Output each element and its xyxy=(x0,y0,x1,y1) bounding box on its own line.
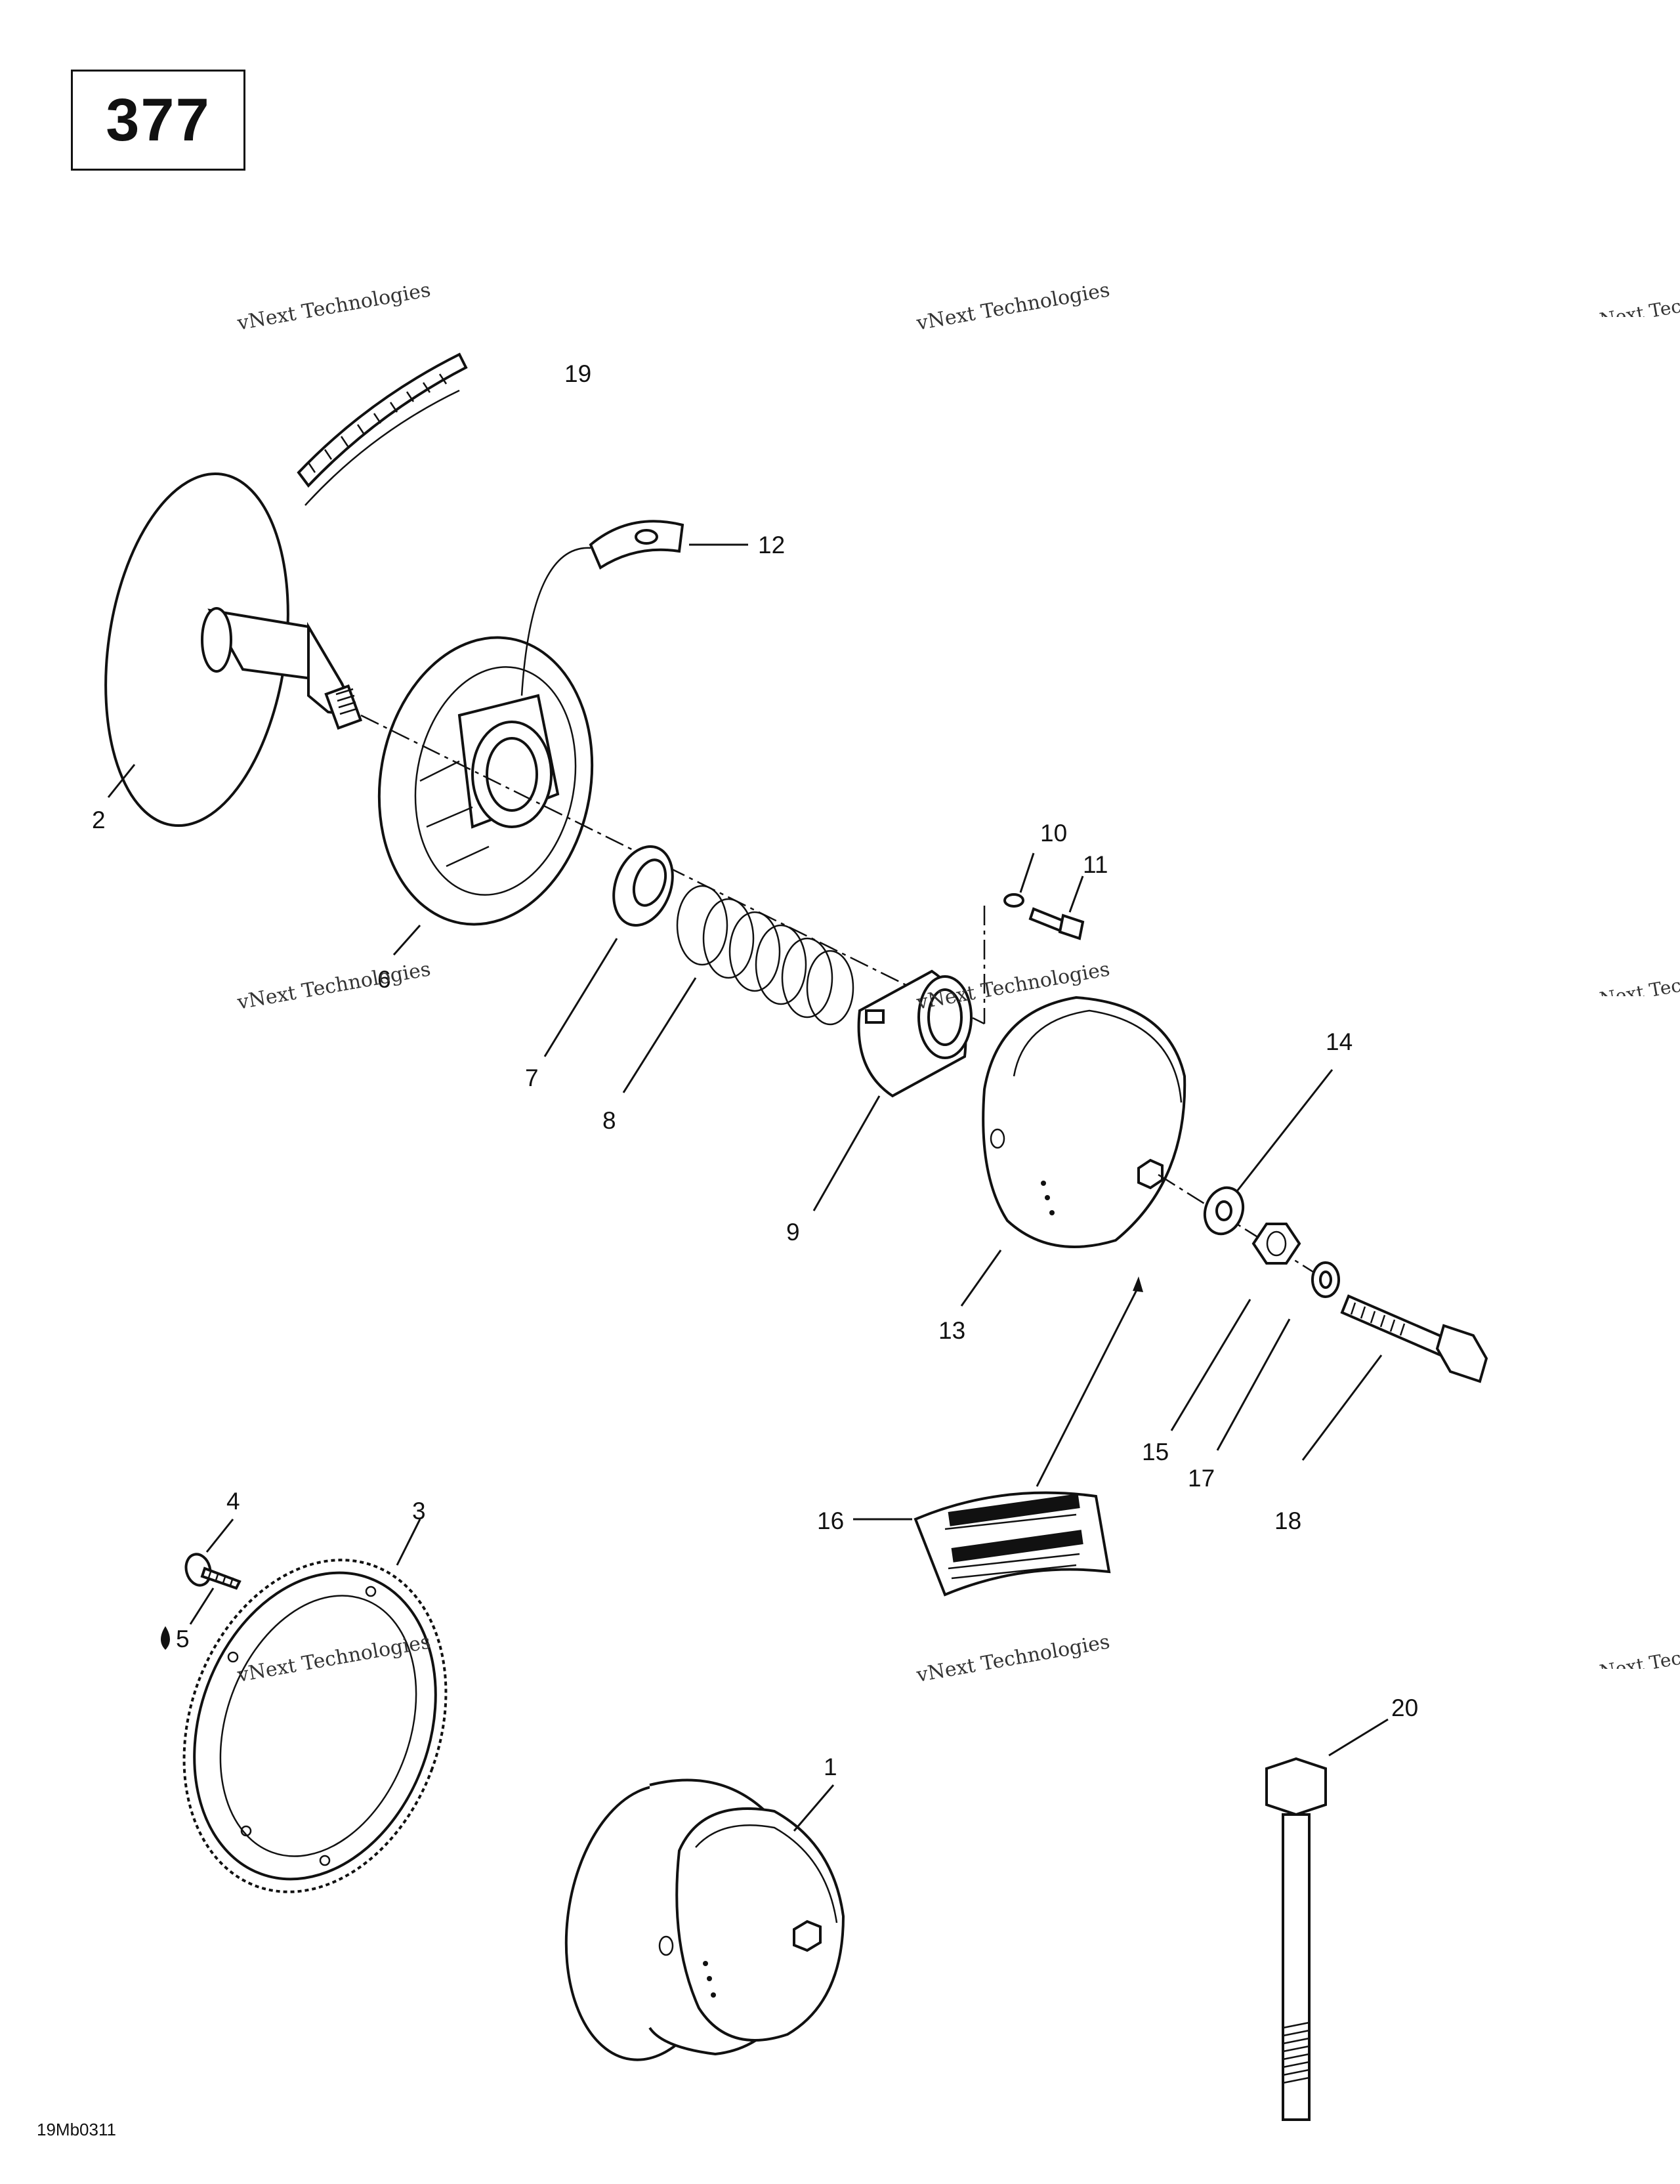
leader-15 xyxy=(1170,1299,1251,1431)
cover-part xyxy=(982,996,1186,1248)
small-washer-part xyxy=(1003,893,1024,908)
callout-2: 2 xyxy=(92,807,106,833)
leader-13 xyxy=(960,1250,1002,1307)
callout-6: 6 xyxy=(377,966,391,993)
callout-13: 13 xyxy=(938,1317,965,1344)
leader-1 xyxy=(793,1784,835,1832)
callout-19: 19 xyxy=(564,360,591,387)
ring-gear-screw-part xyxy=(184,1553,242,1590)
hex-nut-part xyxy=(1251,1223,1301,1265)
leader-7 xyxy=(543,938,618,1057)
callout-14: 14 xyxy=(1326,1028,1353,1055)
leader-11 xyxy=(1068,875,1084,913)
leader-10 xyxy=(1019,852,1035,893)
cap-screw-part xyxy=(1028,907,1085,940)
leader-9 xyxy=(812,1095,881,1211)
flat-washer-part xyxy=(1203,1186,1245,1236)
callout-16: 16 xyxy=(817,1507,844,1534)
callout-12: 12 xyxy=(758,532,785,558)
sliding-sheave-part xyxy=(377,636,594,926)
drawing-code: 19Mb0311 xyxy=(37,2120,116,2139)
pulley-tool-bolt-part xyxy=(1265,1757,1327,2121)
callout-18: 18 xyxy=(1274,1507,1301,1534)
drive-belt-part xyxy=(297,352,468,506)
oil-drop-icon xyxy=(161,1626,170,1650)
callout-20: 20 xyxy=(1391,1694,1418,1721)
leader-8 xyxy=(622,977,697,1093)
warning-label-part xyxy=(914,1491,1111,1597)
lock-washer-part xyxy=(1311,1261,1340,1298)
slider-shoe-part xyxy=(520,520,684,696)
label-to-cover-arrow xyxy=(1036,1286,1140,1487)
fixed-sheave-part xyxy=(104,472,363,828)
leader-6 xyxy=(392,925,421,956)
page-number-box: 377 xyxy=(71,70,245,171)
spring-cup-part xyxy=(857,969,973,1098)
ring-gear-part xyxy=(182,1559,448,1893)
leader-3 xyxy=(396,1519,421,1566)
callout-15: 15 xyxy=(1142,1438,1169,1465)
callout-8: 8 xyxy=(602,1107,616,1134)
callout-5: 5 xyxy=(176,1626,190,1652)
callout-1: 1 xyxy=(824,1754,837,1780)
callout-9: 9 xyxy=(786,1219,800,1246)
callout-7: 7 xyxy=(525,1064,539,1091)
spring-part xyxy=(676,885,854,1026)
leader-17 xyxy=(1216,1318,1291,1451)
page-number: 377 xyxy=(106,86,211,154)
callout-3: 3 xyxy=(412,1498,426,1524)
callout-11: 11 xyxy=(1083,851,1108,878)
spring-seat-part xyxy=(612,845,674,927)
leader-18 xyxy=(1301,1354,1383,1461)
leader-4 xyxy=(205,1519,234,1553)
callout-4: 4 xyxy=(226,1488,240,1515)
leader-2 xyxy=(107,764,136,798)
leader-5 xyxy=(189,1587,215,1625)
bolt-axis-line xyxy=(1158,1173,1326,1281)
hex-bolt-part xyxy=(1340,1294,1488,1383)
callout-10: 10 xyxy=(1040,820,1067,847)
callout-17: 17 xyxy=(1188,1465,1215,1492)
leader-20 xyxy=(1328,1718,1389,1757)
drive-pulley-assembly-part xyxy=(564,1778,845,2061)
leader-14 xyxy=(1236,1069,1334,1192)
